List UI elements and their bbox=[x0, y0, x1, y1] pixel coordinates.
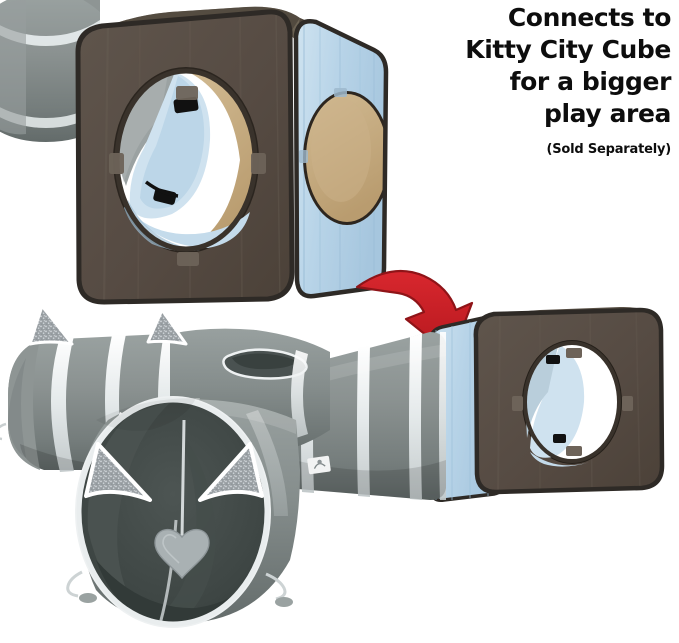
tunnel-front-arm bbox=[66, 396, 331, 628]
headline-line-4: play area bbox=[544, 99, 671, 128]
callout-subtext: (Sold Separately) bbox=[546, 142, 672, 157]
tunnel-back-segment bbox=[0, 0, 100, 142]
headline-line-2: Kitty City Cube bbox=[465, 35, 671, 64]
brand-tag-icon bbox=[307, 455, 331, 475]
heart-toy-icon bbox=[154, 419, 210, 580]
headline-line-1: Connects to bbox=[507, 3, 672, 32]
callout-headline: Connects to Kitty City Cube for a bigger… bbox=[371, 2, 671, 130]
headline-line-3: for a bigger bbox=[509, 67, 672, 96]
cube-attached-right bbox=[428, 306, 665, 503]
cube-top-product bbox=[75, 6, 389, 305]
